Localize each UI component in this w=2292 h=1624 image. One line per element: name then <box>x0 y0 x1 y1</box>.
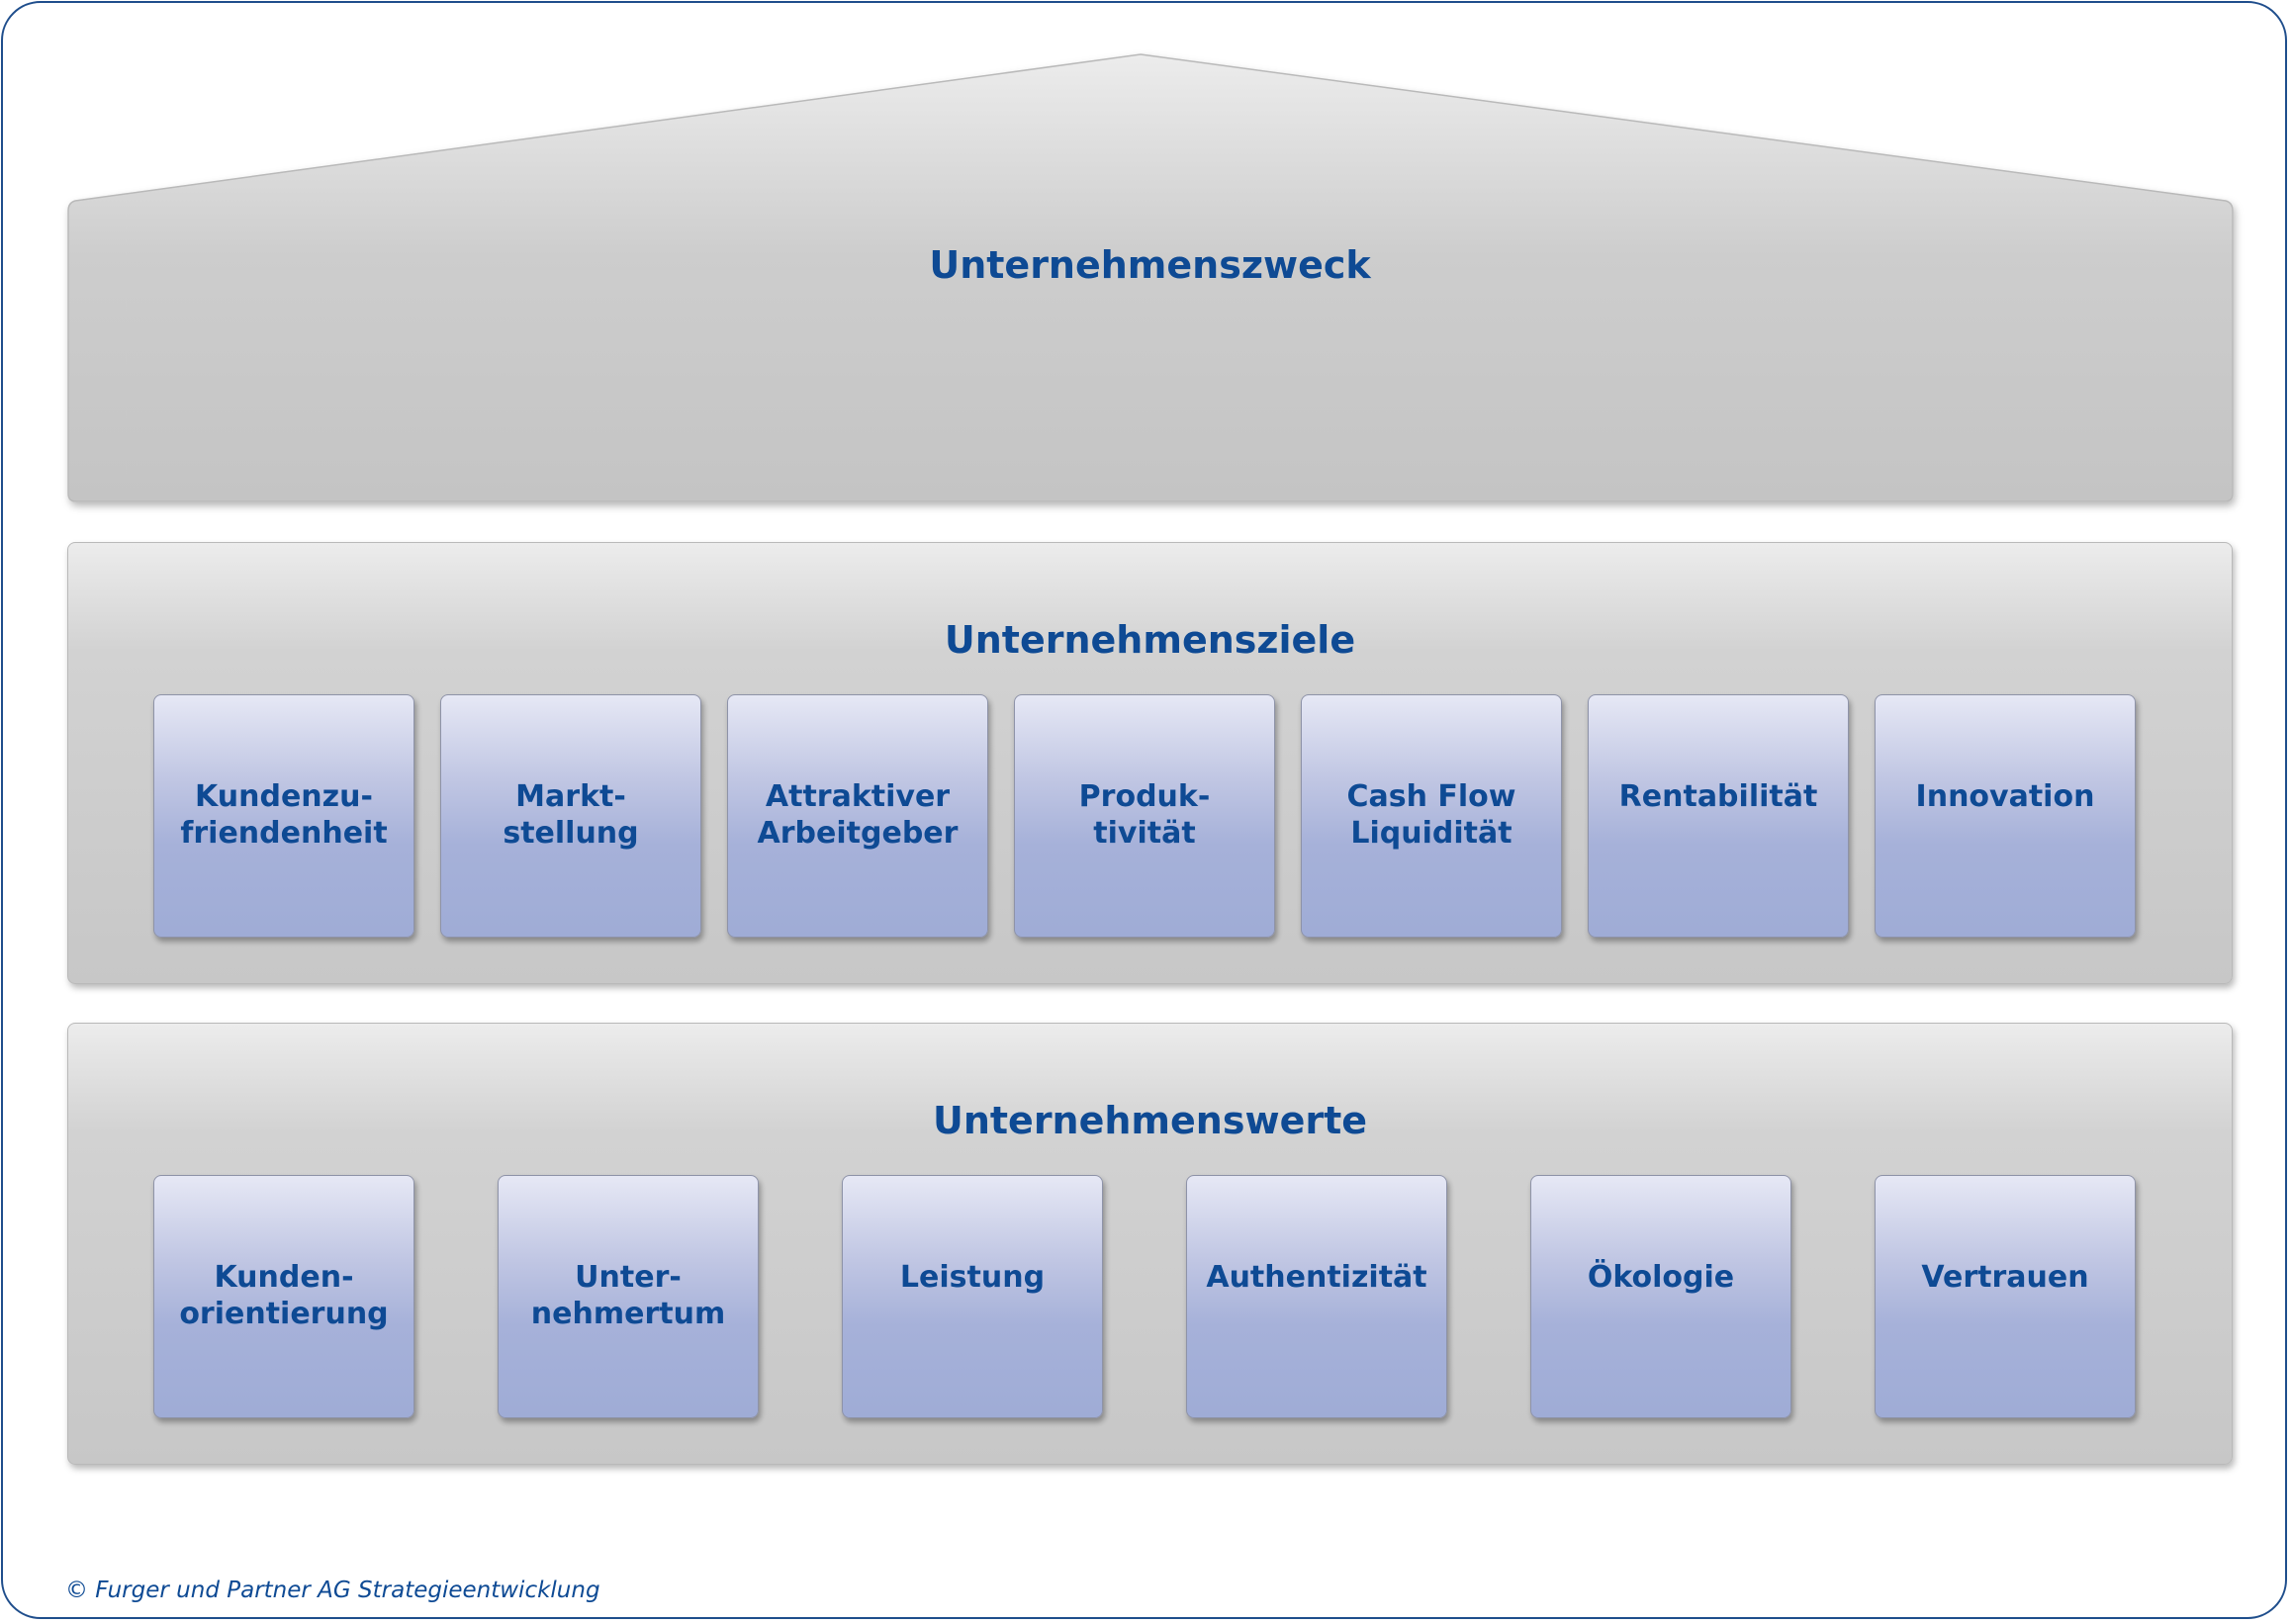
goal-tile: Kundenzu- friendenheit <box>153 694 414 938</box>
value-label: Unter- nehmertum <box>530 1260 726 1331</box>
copyright-note: © Furger und Partner AG Strategieentwick… <box>65 1578 600 1603</box>
goals-title: Unternehmensziele <box>944 618 1356 662</box>
goal-label: Produk- tivität <box>1078 779 1211 851</box>
goals-band: Unternehmensziele Kundenzu- friendenheit… <box>67 542 2233 984</box>
value-tile: Ökologie <box>1530 1175 1791 1418</box>
goal-label: Markt- stellung <box>503 779 639 851</box>
value-tile: Leistung <box>842 1175 1103 1418</box>
goal-tile: Markt- stellung <box>440 694 701 938</box>
roof-shape <box>67 53 2234 502</box>
goal-label: Innovation <box>1915 779 2095 814</box>
value-tile: Kunden- orientierung <box>153 1175 414 1418</box>
value-tile: Vertrauen <box>1875 1175 2136 1418</box>
goal-tile: Attraktiver Arbeitgeber <box>727 694 988 938</box>
values-title: Unternehmenswerte <box>932 1099 1368 1142</box>
goal-tile: Rentabilität <box>1588 694 1849 938</box>
goal-tile: Cash Flow Liquidität <box>1301 694 1562 938</box>
value-tile: Authentizität <box>1186 1175 1447 1418</box>
goal-label: Kundenzu- friendenheit <box>180 779 388 851</box>
goal-tile: Innovation <box>1875 694 2136 938</box>
value-label: Authentizität <box>1206 1260 1427 1295</box>
goal-label: Rentabilität <box>1618 779 1818 814</box>
goal-tile: Produk- tivität <box>1014 694 1275 938</box>
value-label: Vertrauen <box>1921 1260 2089 1295</box>
value-label: Leistung <box>899 1260 1046 1295</box>
value-tile: Unter- nehmertum <box>498 1175 759 1418</box>
value-label: Ökologie <box>1587 1260 1735 1295</box>
value-label: Kunden- orientierung <box>179 1260 389 1331</box>
values-band: Unternehmenswerte Kunden- orientierung U… <box>67 1023 2233 1465</box>
purpose-title: Unternehmenszweck <box>929 243 1371 287</box>
goal-label: Attraktiver Arbeitgeber <box>757 779 959 851</box>
goal-label: Cash Flow Liquidität <box>1346 779 1516 851</box>
